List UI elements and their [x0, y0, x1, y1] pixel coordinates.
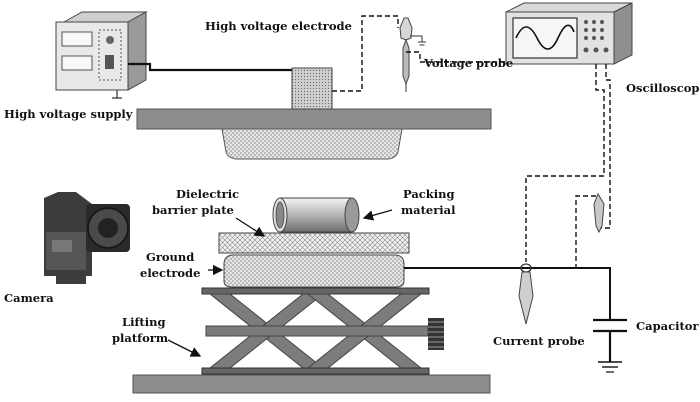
dielectric-label-line2: barrier plate — [152, 203, 234, 217]
packing-arrow — [362, 209, 393, 221]
hv-supply-label: High voltage supply — [4, 107, 133, 121]
platform-top-plate — [201, 287, 430, 295]
scope-capacitor-wire — [600, 64, 611, 229]
platform-screw-icon — [428, 318, 444, 350]
lifting-arrow — [167, 339, 202, 357]
hv-probe-wire — [332, 15, 399, 92]
voltage-probe-icon — [399, 17, 426, 92]
scope-capacitor-wire-2 — [575, 195, 596, 268]
ground-label-line1: Ground — [146, 250, 194, 264]
camera-label: Camera — [4, 291, 54, 305]
lifting-label-line2: platform — [112, 331, 168, 345]
lifting-label-line1: Lifting — [122, 315, 165, 329]
oscilloscope-label: Oscilloscope — [626, 81, 700, 95]
hv-electrode-label: High voltage electrode — [205, 19, 352, 33]
dielectric-barrier-plate — [218, 232, 410, 254]
hv-cable — [128, 62, 292, 72]
scope-current-wire — [525, 64, 605, 262]
current-probe-label: Current probe — [493, 334, 585, 348]
base-plate — [132, 374, 491, 394]
current-probe-icon — [518, 263, 534, 325]
lifting-platform-scissor — [205, 293, 429, 369]
packing-label-line1: Packing — [403, 187, 455, 201]
dielectric-label-line1: Dielectric — [176, 187, 239, 201]
voltage-probe-label: Voltage probe — [423, 56, 513, 70]
packing-label-line2: material — [401, 203, 456, 217]
hv-supply-icon — [55, 11, 148, 99]
voltage-probe-scope-wire — [406, 51, 592, 63]
capacitor-probe-icon — [593, 192, 605, 234]
capacitor-icon — [593, 318, 627, 373]
platform-bottom-plate — [201, 367, 430, 375]
ground-electrode — [223, 254, 405, 288]
dielectric-arrow — [235, 217, 266, 237]
packing-material-icon — [272, 197, 360, 233]
capacitor-label: Capacitor — [636, 319, 699, 333]
camera-icon — [44, 192, 130, 284]
upper-dielectric-block — [221, 128, 403, 160]
oscilloscope-icon — [505, 2, 633, 65]
ground-wire — [404, 267, 611, 320]
hv-electrode — [291, 67, 333, 110]
upper-plate — [136, 108, 492, 130]
ground-label-line2: electrode — [140, 266, 200, 280]
